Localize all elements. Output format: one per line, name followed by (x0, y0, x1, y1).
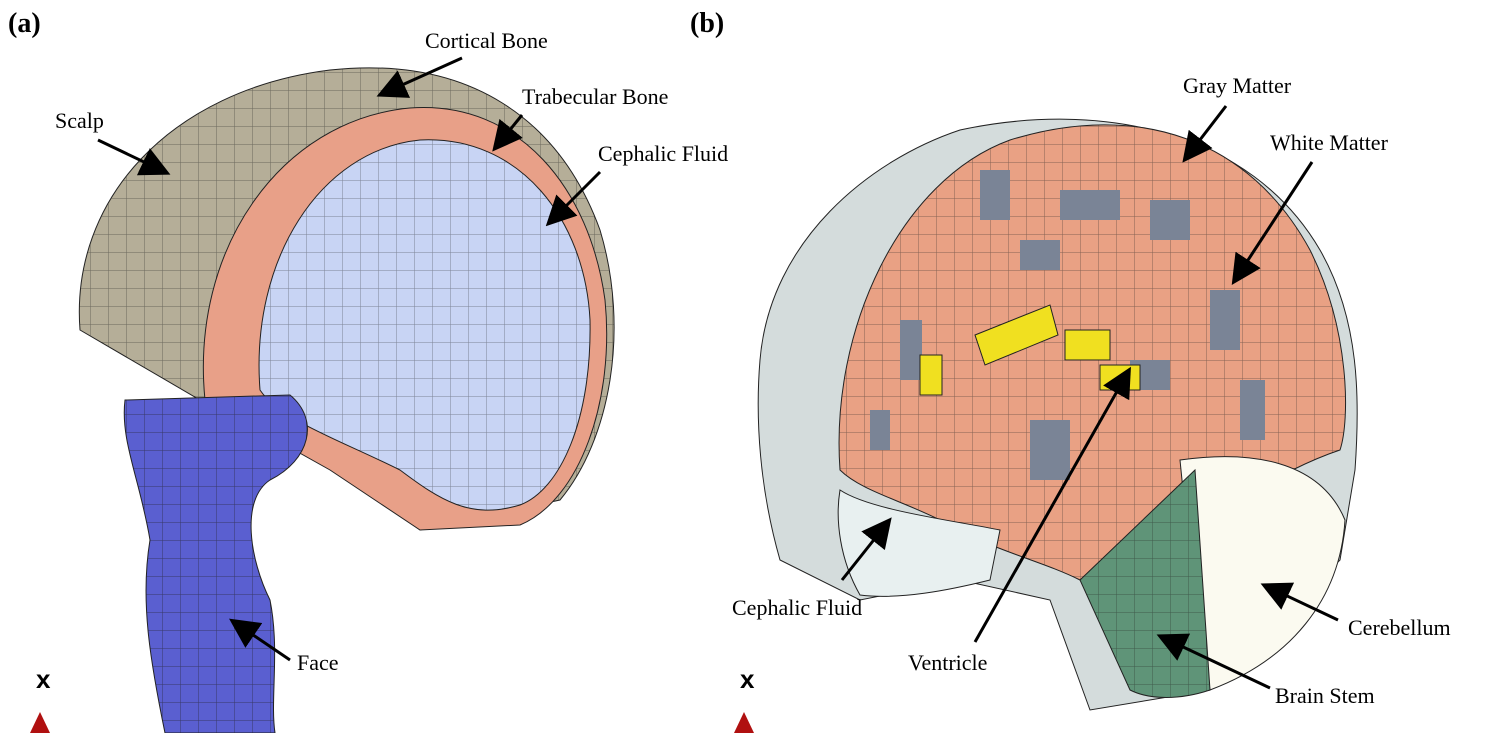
label-cerebellum: Cerebellum (1348, 615, 1451, 640)
arrow-brain-stem (1156, 633, 1271, 690)
panel-a-tag: (a) (8, 8, 41, 39)
fluid-mesh (259, 139, 591, 511)
white-matter-patches (870, 170, 1265, 480)
panel-b-tag: (b) (690, 8, 724, 39)
arrow-white-matter (1231, 161, 1314, 286)
arrow-trabecular-bone (492, 114, 524, 152)
arrow-scalp (97, 138, 171, 176)
label-trabecular-bone: Trabecular Bone (522, 84, 668, 109)
label-brain-stem: Brain Stem (1275, 683, 1375, 708)
label-gray-matter: Gray Matter (1183, 73, 1292, 98)
arrow-cephalic-fluid-b (840, 517, 892, 581)
ventricle (919, 304, 1141, 396)
arrow-face (229, 618, 291, 662)
label-cephalic-fluid-a: Cephalic Fluid (598, 141, 728, 166)
cephalic-fluid-b (837, 489, 1001, 597)
axis-x-label-a: x (36, 664, 51, 694)
axis-arrow-icon-b (734, 712, 754, 733)
label-cephalic-fluid-b: Cephalic Fluid (732, 595, 862, 620)
label-white-matter: White Matter (1270, 130, 1389, 155)
label-ventricle: Ventricle (908, 650, 987, 675)
axis-x-label-b: x (740, 664, 755, 694)
label-scalp: Scalp (55, 108, 104, 133)
panel-a: (a) Cortical Bone Trabecular Bone Cephal… (8, 8, 728, 733)
face-grid (124, 395, 308, 733)
panel-b: (b) Gray Matter White Matter Cephalic Fl… (690, 8, 1451, 733)
label-face: Face (297, 650, 339, 675)
arrow-cerebellum (1260, 582, 1339, 622)
arrow-gray-matter (1182, 105, 1228, 163)
axis-arrow-icon-a (30, 712, 50, 733)
label-cortical-bone: Cortical Bone (425, 28, 548, 53)
arrow-cortical-bone (376, 56, 463, 98)
cerebellum (1179, 456, 1346, 691)
arrow-cephalic-fluid-a (545, 170, 602, 227)
arrow-ventricle (973, 366, 1131, 643)
